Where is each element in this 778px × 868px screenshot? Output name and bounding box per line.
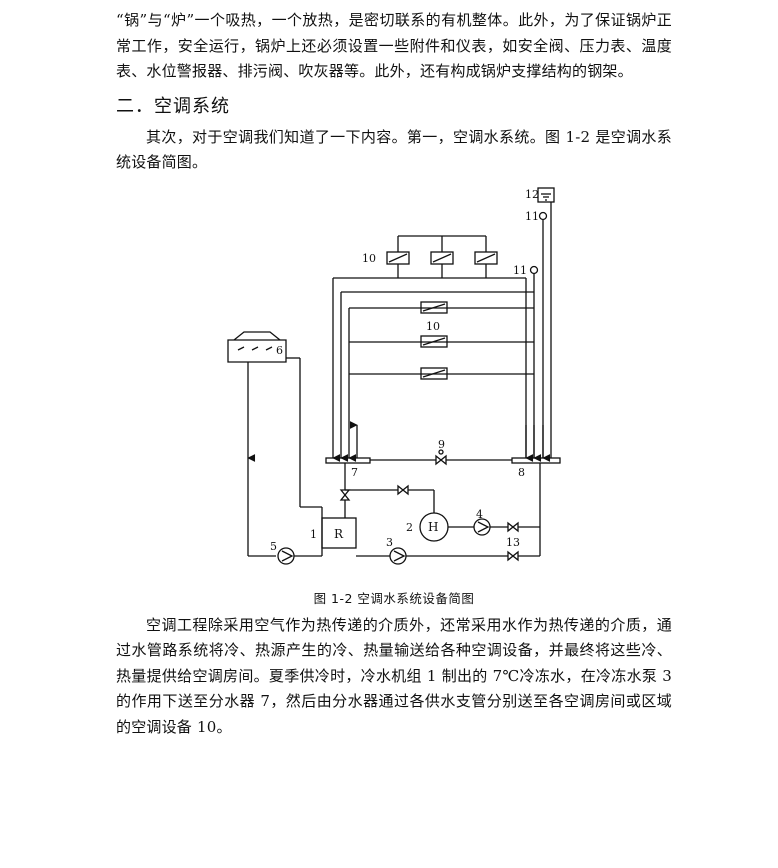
figure-diagram: 12 11 10 11 10 6 9 7 8 4 2 H 1 R 13 5 3 <box>116 180 672 588</box>
water-system-diagram: 12 11 10 11 10 6 9 7 8 4 2 H 1 R 13 5 3 <box>227 186 561 565</box>
heater-symbol: H <box>428 520 438 534</box>
intro-paragraph: “锅”与“炉”一个吸热，一个放热，是密切联系的有机整体。此外，为了保证锅炉正常工… <box>116 11 672 80</box>
chilled-water-pump-3 <box>389 546 407 565</box>
section-heading: 二．空调系统 <box>116 95 230 117</box>
valve-13 <box>507 550 519 561</box>
label-10-top: 10 <box>362 252 376 265</box>
heater-valve <box>397 484 409 495</box>
heating-valve <box>507 521 519 532</box>
cooling-pump-5 <box>277 546 295 565</box>
chiller-symbol: R <box>334 527 344 541</box>
label-13: 13 <box>506 536 520 549</box>
label-7: 7 <box>351 466 358 479</box>
label-11-top: 11 <box>525 210 539 223</box>
bypass-valve-9 <box>435 454 447 465</box>
air-unit-10-c <box>420 366 448 380</box>
gauge-11-top <box>538 211 548 220</box>
chiller-valve <box>339 488 351 501</box>
label-4: 4 <box>476 508 483 521</box>
label-11-mid: 11 <box>513 264 527 277</box>
intro-figure-paragraph: 其次，对于空调我们知道了一下内容。第一，空调水系统。图 1-2 是空调水系统设备… <box>116 127 672 172</box>
air-unit-10-a <box>420 300 448 314</box>
heating-pump-4 <box>473 517 491 536</box>
label-3: 3 <box>386 536 393 549</box>
label-10-mid: 10 <box>426 320 440 333</box>
label-1: 1 <box>310 528 317 541</box>
label-8: 8 <box>518 466 525 479</box>
label-9: 9 <box>438 438 445 451</box>
figure-caption: 图 1-2 空调水系统设备简图 <box>313 590 475 606</box>
expansion-tank-12 <box>537 186 555 203</box>
label-6: 6 <box>276 344 283 357</box>
document-page: “锅”与“炉”一个吸热，一个放热，是密切联系的有机整体。此外，为了保证锅炉正常工… <box>116 8 672 740</box>
label-5: 5 <box>270 540 277 553</box>
collector-8 <box>511 456 561 464</box>
distributor-7 <box>325 456 371 464</box>
label-12: 12 <box>525 188 539 201</box>
air-unit-10-b <box>420 334 448 348</box>
gauge-11-mid <box>529 265 539 274</box>
cooling-tower-6 <box>227 338 287 363</box>
body-paragraph: 空调工程除采用空气作为热传递的介质外，还常采用水作为热传递的介质，通过水管路系统… <box>116 615 672 736</box>
label-2: 2 <box>406 521 413 534</box>
